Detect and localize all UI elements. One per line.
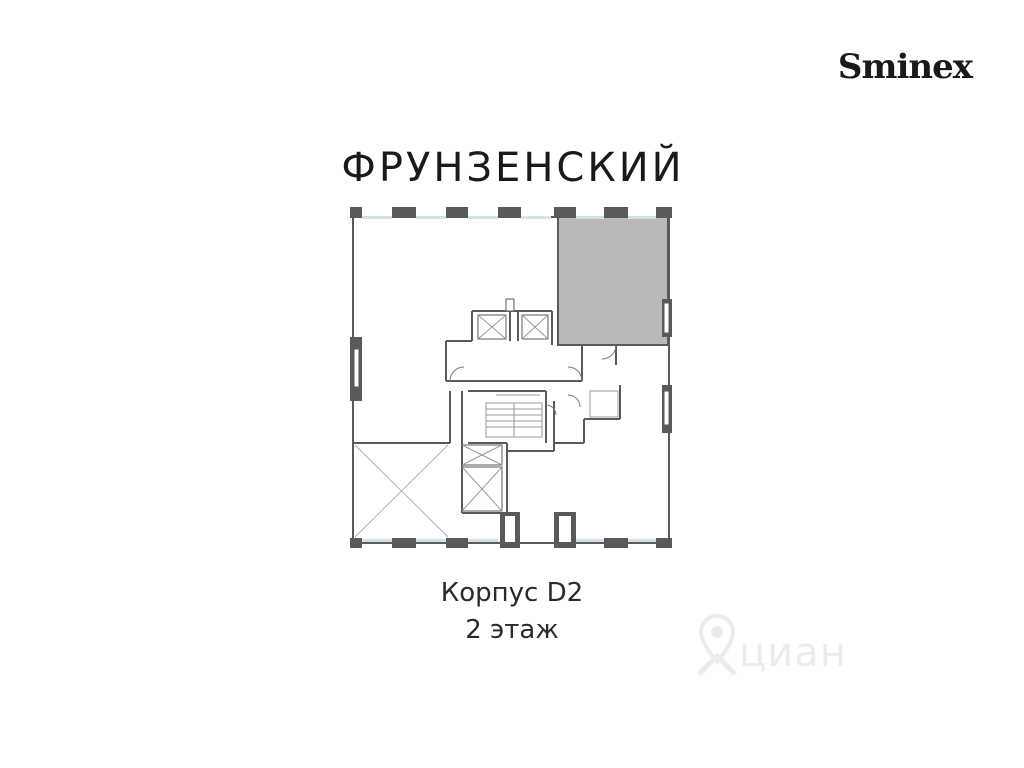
watermark-text: циан bbox=[739, 630, 847, 676]
project-title-text: ФРУНЗЕНСКИЙ bbox=[341, 144, 685, 191]
map-pin-icon bbox=[697, 613, 737, 676]
top-windows bbox=[362, 216, 656, 219]
technical-room bbox=[589, 390, 619, 418]
floor-caption: 2 этаж bbox=[465, 615, 559, 645]
bottom-shaft-left bbox=[505, 516, 515, 542]
door-swings bbox=[449, 344, 617, 416]
selected-apartment[interactable] bbox=[557, 216, 669, 346]
service-niche bbox=[505, 298, 515, 312]
left-window bbox=[353, 348, 360, 388]
elevator-shafts bbox=[461, 314, 549, 512]
open-void bbox=[354, 444, 449, 538]
interior-walls bbox=[353, 217, 669, 514]
watermark: циан bbox=[695, 610, 905, 690]
brand-logo: Sminex bbox=[837, 47, 973, 87]
bottom-windows bbox=[362, 539, 656, 542]
top-piers bbox=[350, 207, 672, 218]
floor-plan bbox=[350, 207, 672, 548]
staircase bbox=[485, 394, 543, 438]
right-window-bottom bbox=[663, 390, 670, 426]
bottom-shaft-right bbox=[559, 516, 571, 542]
building-caption: Корпус D2 bbox=[440, 578, 584, 608]
project-title: ФРУНЗЕНСКИЙ bbox=[0, 145, 1024, 191]
right-window-top bbox=[663, 302, 670, 334]
